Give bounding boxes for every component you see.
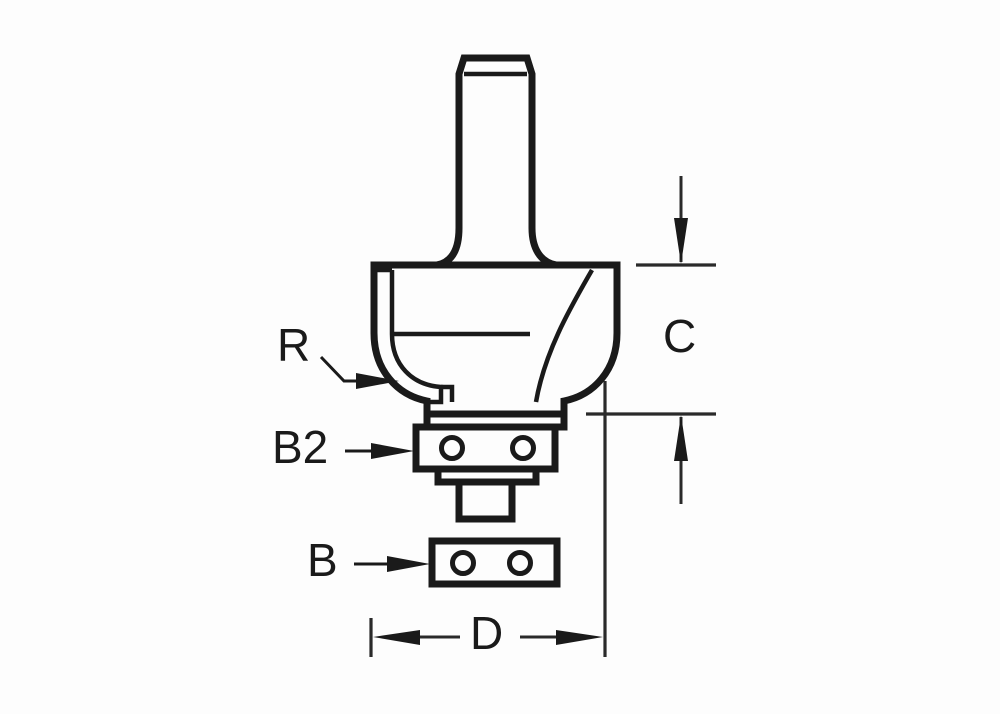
upper-bearing-hole-left (439, 435, 465, 461)
profile-radius-inner-left (389, 333, 444, 405)
callout-lower-bearing: B (307, 534, 430, 586)
arrow-right-icon (387, 556, 430, 572)
shank (374, 54, 617, 269)
upper-bearing-hole-right (510, 435, 536, 461)
flute-curve-right (533, 268, 594, 403)
dimension-diameter: D (369, 381, 607, 659)
arrow-down-icon (674, 218, 688, 264)
arrow-right-icon (556, 630, 603, 645)
lower-bearing-assembly (428, 537, 561, 588)
lower-bearing-hole-right (507, 550, 533, 576)
retaining-screw (455, 478, 516, 523)
upper-bearing-assembly (412, 410, 568, 523)
callout-radius: R (277, 319, 399, 389)
profile-step-left (441, 384, 455, 402)
cutter-assembly (370, 54, 621, 418)
dimension-cut-height: C (586, 176, 716, 504)
cut-height-label: C (663, 310, 696, 362)
lower-bearing-label: B (307, 534, 338, 586)
arrow-up-icon (674, 415, 688, 461)
lower-bearing-hole-left (450, 550, 476, 576)
arrow-right-icon (371, 443, 414, 459)
arrow-right-icon (356, 373, 399, 389)
callout-upper-bearing: B2 (272, 421, 414, 473)
diameter-label: D (470, 607, 503, 659)
upper-bearing-label: B2 (272, 421, 328, 473)
arrow-left-icon (373, 630, 420, 645)
radius-label: R (277, 319, 310, 371)
